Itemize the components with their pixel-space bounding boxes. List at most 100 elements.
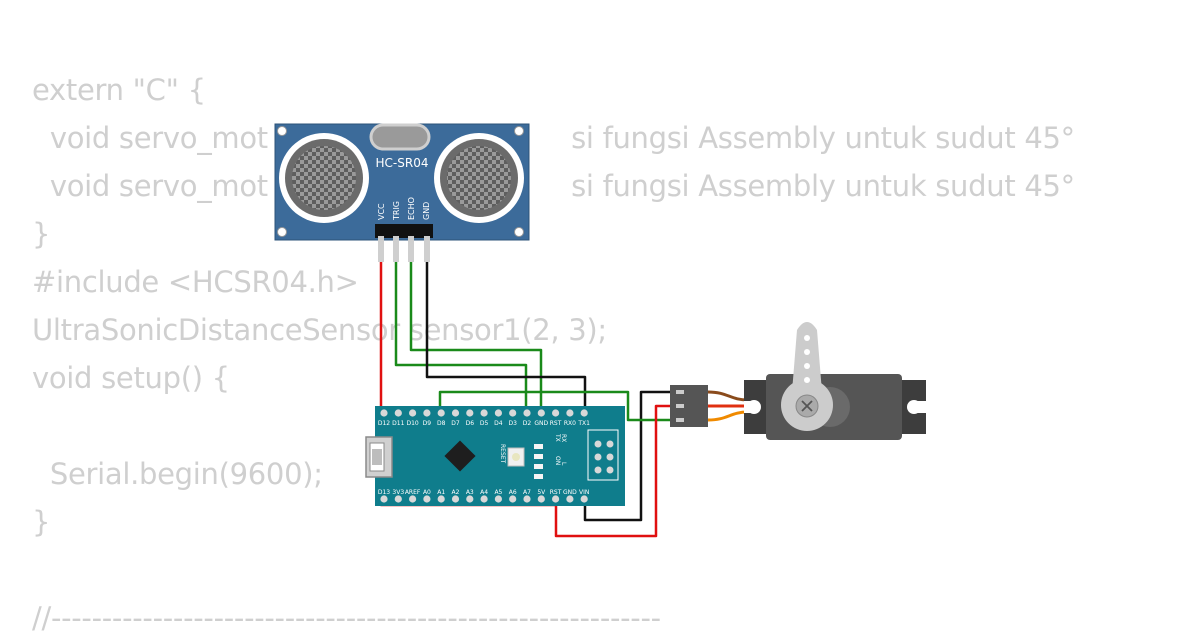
arduino-pin-d9[interactable] (423, 409, 431, 417)
arduino-pin-d10[interactable] (409, 409, 417, 417)
arduino-pin-label: D13 (378, 489, 390, 496)
arduino-pin-d3[interactable] (509, 409, 517, 417)
arduino-pin-label: TX1 (577, 420, 590, 427)
arduino-pin-aref[interactable] (409, 495, 417, 503)
sensor-model-label: HC-SR04 (376, 156, 429, 170)
reset-button[interactable] (507, 447, 525, 467)
crystal-oscillator (369, 123, 431, 151)
arduino-pin-a7[interactable] (523, 495, 531, 503)
arduino-pin-d8[interactable] (437, 409, 445, 417)
arduino-pin-d2[interactable] (523, 409, 531, 417)
led-label: ON (554, 456, 561, 465)
microcontroller-chip-icon (444, 440, 476, 472)
arduino-pin-label: D7 (451, 420, 460, 427)
arduino-pin-3v3[interactable] (394, 495, 402, 503)
arduino-pin-vin[interactable] (580, 495, 588, 503)
arduino-pin-a0[interactable] (423, 495, 431, 503)
arduino-pin-label: RST (550, 420, 562, 427)
arduino-pin-d7[interactable] (451, 409, 460, 417)
arduino-pin-a1[interactable] (437, 495, 445, 503)
arduino-pin-label: A5 (494, 489, 502, 496)
code-line: UltraSonicDistanceSensor sensor1(2, 3); (32, 313, 607, 347)
led-label: L (560, 462, 567, 466)
servo-motor[interactable] (670, 322, 926, 440)
arduino-pin-label: D9 (423, 420, 432, 427)
wire-servo-signal[interactable] (438, 390, 676, 422)
arduino-pin-label: VIN (579, 489, 589, 496)
wire-echo[interactable] (409, 262, 543, 412)
sensor-pin-header[interactable] (375, 224, 433, 262)
arduino-pin-label: D5 (480, 420, 489, 427)
status-leds (534, 444, 543, 479)
arduino-pin-label: AREF (405, 489, 421, 496)
arduino-pin-label: 5V (537, 489, 546, 496)
arduino-pin-a2[interactable] (451, 495, 460, 503)
arduino-pin-label: D6 (466, 420, 475, 427)
icsp-header[interactable] (587, 429, 619, 481)
arduino-pin-label: D8 (437, 420, 446, 427)
arduino-pin-label: A7 (523, 489, 531, 496)
wire-gnd[interactable] (425, 262, 676, 522)
arduino-pin-label: A0 (423, 489, 431, 496)
led-label: RX (560, 434, 567, 442)
sensor-pin-label: VCC (377, 203, 386, 220)
code-line: void servo_mot si fungsi Assembly untuk … (32, 121, 1075, 155)
servo-horn-icon[interactable] (781, 322, 833, 431)
arduino-pin-label: D4 (494, 420, 503, 427)
code-line: Serial.begin(9600); (32, 457, 323, 491)
arduino-pin-label: D12 (378, 420, 390, 427)
code-line: //--------------------------------------… (32, 601, 661, 635)
arduino-pin-d6[interactable] (466, 409, 474, 417)
arduino-pin-label: D10 (406, 420, 418, 427)
sensor-pin-label: ECHO (407, 197, 416, 220)
arduino-pin-label: A4 (480, 489, 488, 496)
ultrasonic-sensor[interactable]: HC-SR04 VCC TRIG ECHO GND (274, 123, 530, 262)
arduino-pin-a5[interactable] (494, 495, 502, 503)
code-line: extern "C" { (32, 73, 206, 107)
arduino-pin-5v[interactable] (537, 495, 545, 503)
arduino-pin-rst[interactable] (552, 495, 560, 503)
arduino-pin-label: GND (563, 489, 577, 496)
code-line: void servo_mot si fungsi Assembly untuk … (32, 169, 1075, 203)
arduino-pin-a4[interactable] (480, 495, 488, 503)
reset-label: RESET (499, 444, 506, 464)
arduino-pin-label: GND (534, 420, 548, 427)
arduino-pin-d5[interactable] (480, 409, 488, 417)
arduino-pin-label: A6 (509, 489, 517, 496)
arduino-pin-label: 3V3 (392, 489, 404, 496)
arduino-pin-d11[interactable] (394, 409, 402, 417)
transducer-right-icon (434, 133, 524, 223)
arduino-pin-d4[interactable] (494, 409, 502, 417)
wire-trig[interactable] (394, 262, 528, 412)
transducer-left-icon (279, 133, 369, 223)
arduino-pin-gnd[interactable] (537, 409, 545, 417)
wire-servo-power[interactable] (554, 404, 676, 538)
code-line: } (32, 217, 51, 251)
arduino-pin-gnd[interactable] (566, 495, 574, 503)
arduino-pin-a3[interactable] (466, 495, 474, 503)
arduino-pin-d12[interactable] (380, 409, 388, 417)
arduino-pin-rx0[interactable] (566, 409, 574, 417)
arduino-pin-tx1[interactable] (580, 409, 588, 417)
code-line: } (32, 505, 51, 539)
arduino-pin-label: RST (550, 489, 562, 496)
arduino-pin-rst[interactable] (552, 409, 560, 417)
servo-wire-orange (707, 410, 749, 422)
arduino-pin-a6[interactable] (509, 495, 517, 503)
servo-wire-brown (707, 390, 749, 402)
servo-connector[interactable] (670, 385, 708, 427)
arduino-pin-label: D3 (508, 420, 517, 427)
code-line: void setup() { (32, 361, 230, 395)
arduino-pin-d13[interactable] (380, 495, 388, 503)
arduino-pin-label: A1 (437, 489, 445, 496)
sensor-pin-label: TRIG (392, 201, 401, 221)
code-line: #include <HCSR04.h> (32, 265, 359, 299)
arduino-pin-label: A2 (452, 489, 460, 496)
arduino-pin-label: RX0 (564, 420, 576, 427)
usb-connector-icon[interactable] (365, 436, 393, 478)
code-editor-background: extern "C" { void servo_mot si fungsi As… (32, 66, 1075, 642)
